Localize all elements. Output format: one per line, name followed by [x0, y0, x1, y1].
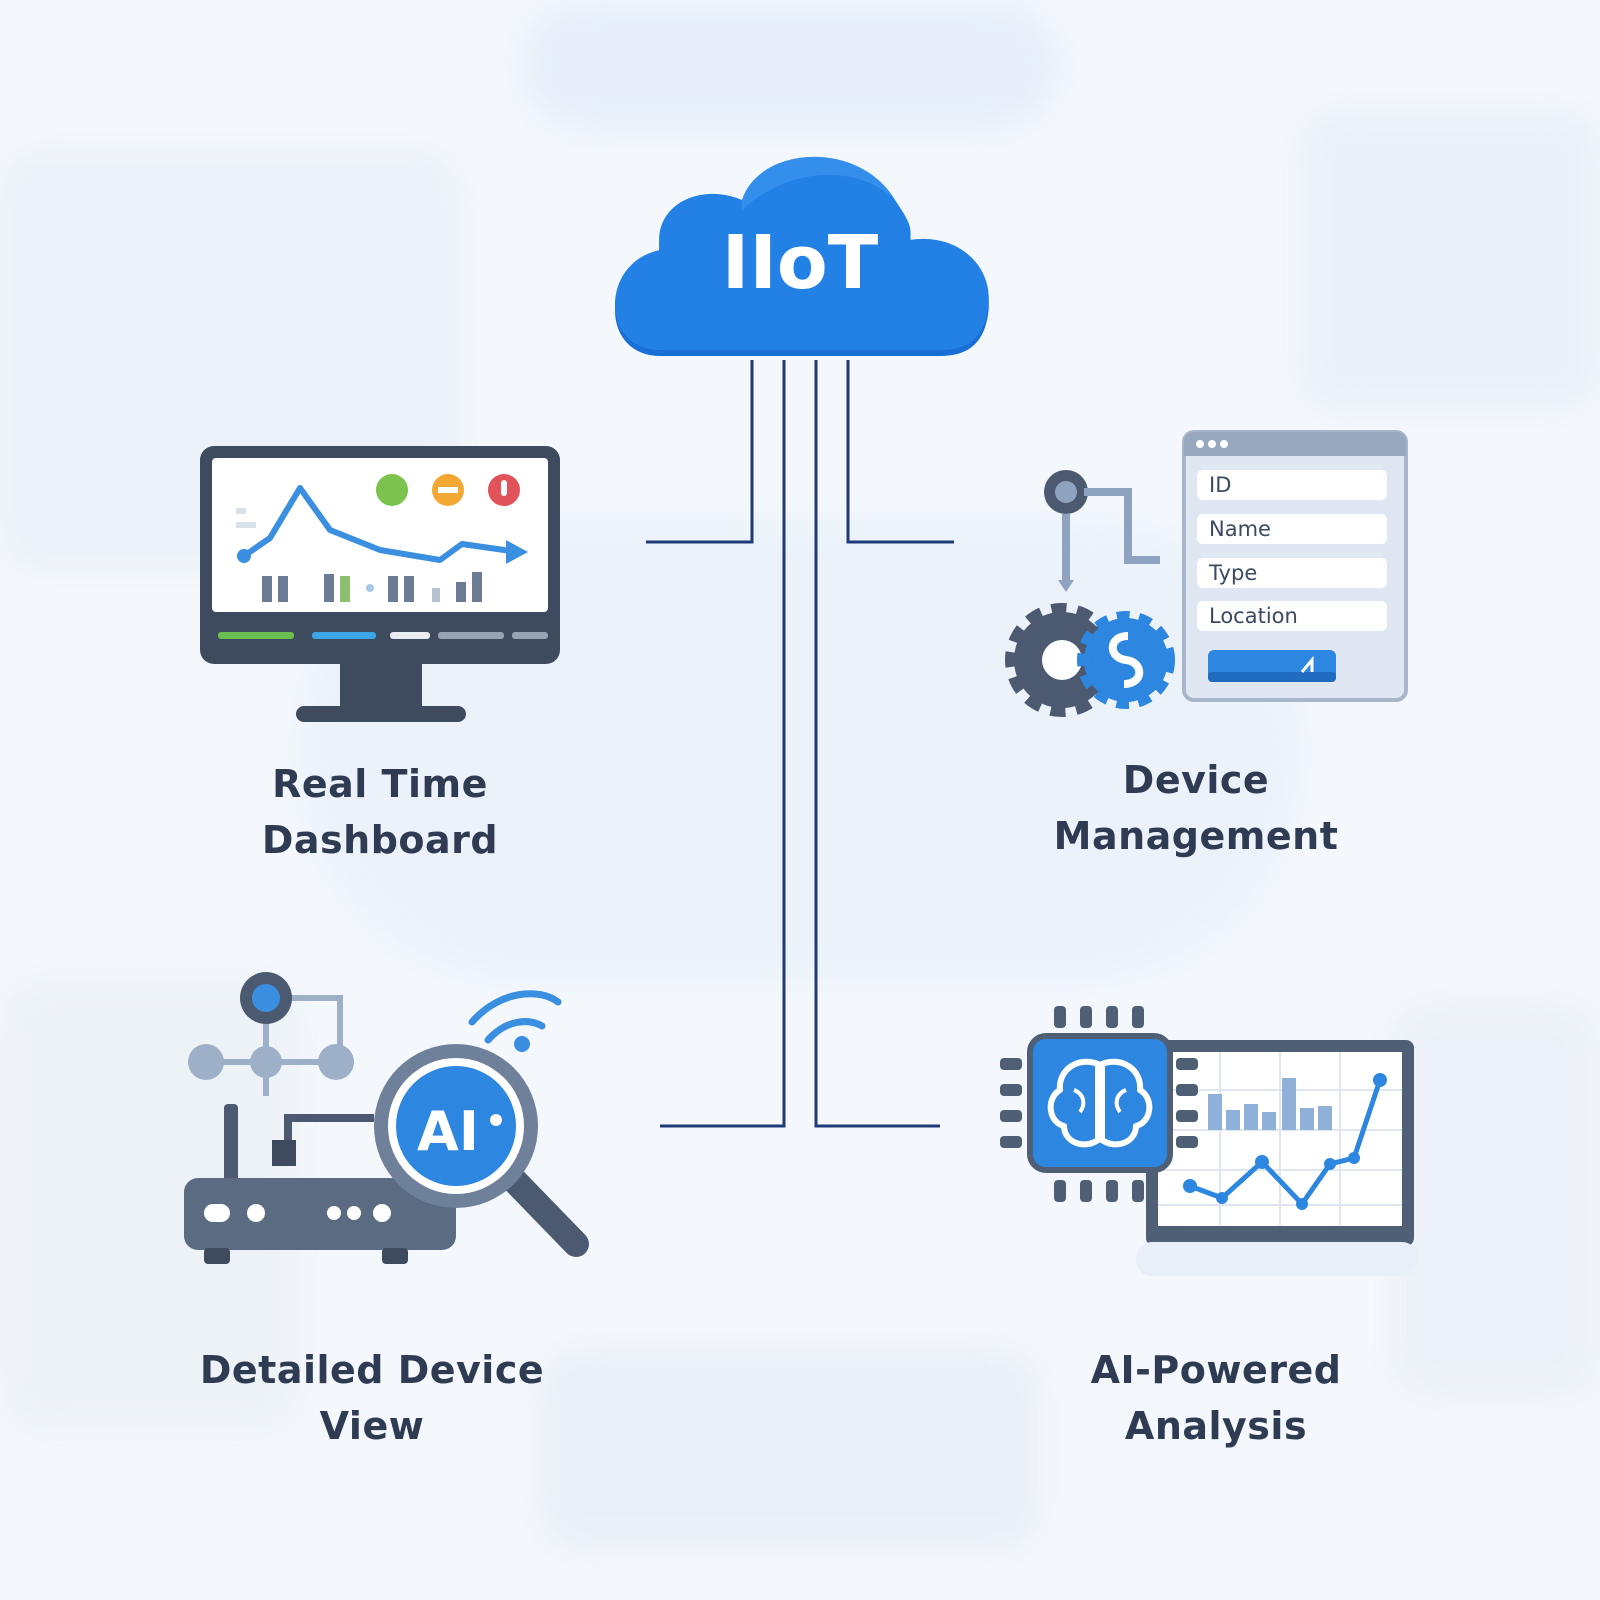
label-line-2: Dashboard — [261, 818, 499, 862]
form-field-location: Location — [1197, 601, 1387, 631]
label-line-1: Device — [1122, 758, 1270, 802]
label-line-2: Management — [1053, 814, 1339, 858]
device-management-label: Device Management — [986, 752, 1406, 864]
label-line-2: View — [319, 1404, 425, 1448]
label-line-2: Analysis — [1124, 1404, 1308, 1448]
brain-chip-chart-icon — [1000, 1006, 1418, 1276]
router-ai-magnifier-icon: AI — [184, 972, 589, 1264]
detailed-device-view-label: Detailed Device View — [162, 1342, 582, 1454]
real-time-dashboard-label: Real Time Dashboard — [170, 756, 590, 868]
label-line-1: AI-Powered — [1090, 1348, 1342, 1392]
cloud-title: IIoT — [721, 220, 879, 306]
form-field-name: Name — [1197, 514, 1387, 544]
label-line-1: Detailed Device — [199, 1348, 545, 1392]
form-field-type: Type — [1197, 558, 1387, 588]
connector-lines — [646, 360, 954, 1128]
svg-text:AI: AI — [417, 1100, 479, 1163]
label-line-1: Real Time — [272, 762, 488, 806]
cloud-icon — [615, 156, 989, 356]
monitor-chart-icon — [200, 446, 560, 722]
form-field-id: ID — [1197, 470, 1387, 500]
ai-powered-analysis-label: AI-Powered Analysis — [1006, 1342, 1426, 1454]
